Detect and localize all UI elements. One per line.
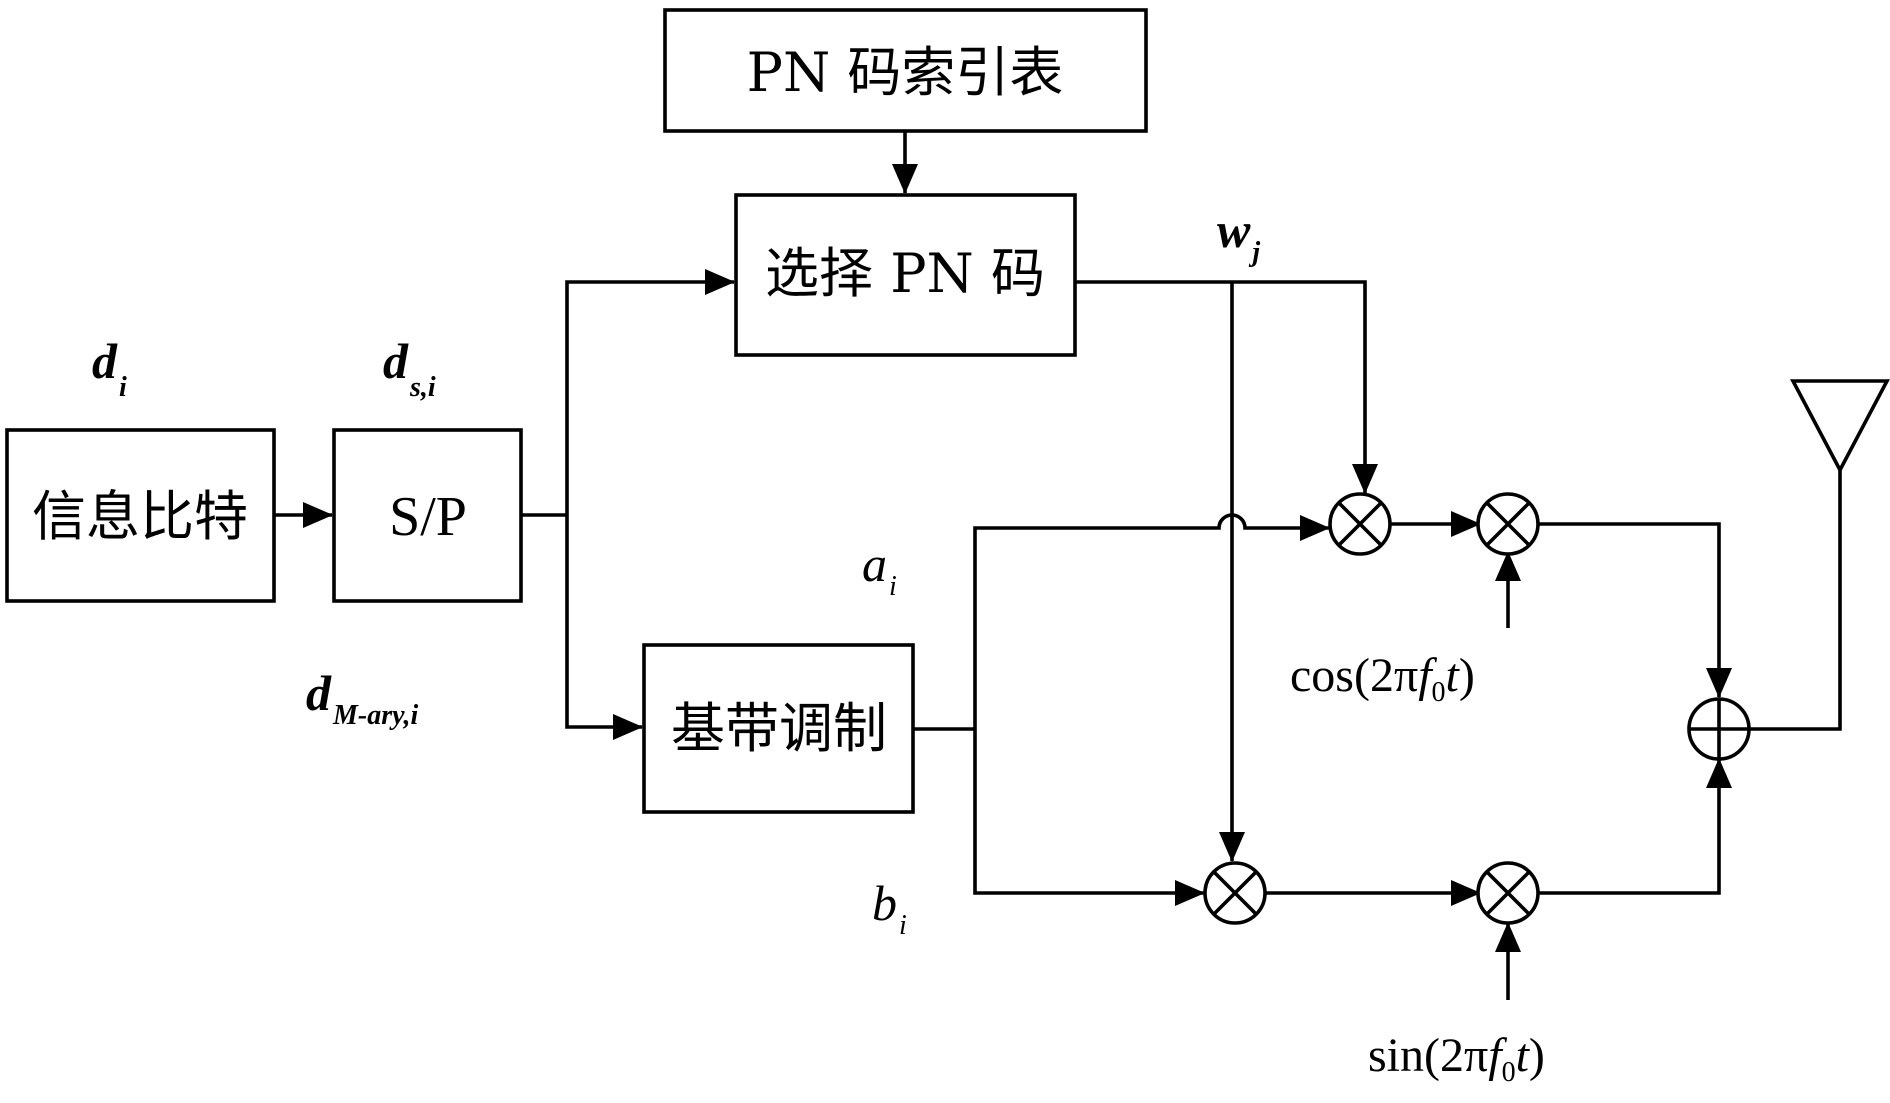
info-bits-block: 信息比特	[5, 428, 276, 603]
wire-mult2-to-adder	[1538, 522, 1732, 698]
multiplier-top-right	[1476, 492, 1540, 556]
signal-b-i: bi	[872, 875, 907, 941]
wire-mult4-to-adder	[1538, 758, 1732, 895]
signal-a-i: ai	[862, 536, 897, 602]
wire-sp-to-mod	[565, 515, 643, 740]
wire-a-to-mult	[973, 513, 1330, 729]
signal-d-i: di	[92, 333, 127, 403]
adder	[1687, 697, 1751, 761]
select-pn-block: 选择 PN 码	[734, 193, 1077, 357]
baseband-mod-label: 基带调制	[671, 697, 887, 760]
multiplier-bottom-right	[1476, 861, 1540, 925]
wire-sp-to-select	[565, 269, 735, 515]
pn-table-block: PN 码索引表	[663, 8, 1148, 133]
signal-w-j: wj	[1217, 202, 1260, 268]
pn-table-label: PN 码索引表	[747, 41, 1064, 104]
baseband-mod-block: 基带调制	[642, 643, 915, 814]
carrier-sin: sin(2πf0t)	[1368, 1029, 1545, 1088]
signal-d-mary-i: dM-ary,i	[306, 665, 419, 731]
select-pn-label: 选择 PN 码	[765, 242, 1045, 305]
signal-d-s-i: ds,i	[383, 333, 436, 403]
wire-b-to-mult	[973, 729, 1205, 906]
info-bits-label: 信息比特	[32, 485, 248, 548]
wire-w-to-mult-top	[1075, 280, 1378, 494]
carrier-cos: cos(2πf0t)	[1290, 649, 1475, 708]
antenna-icon	[1790, 379, 1890, 474]
sp-block: S/P	[332, 428, 523, 603]
multiplier-top-left	[1328, 492, 1392, 556]
sp-label: S/P	[389, 486, 467, 548]
multiplier-bottom-left	[1203, 861, 1267, 925]
wire-adder-to-antenna	[1750, 470, 1842, 731]
